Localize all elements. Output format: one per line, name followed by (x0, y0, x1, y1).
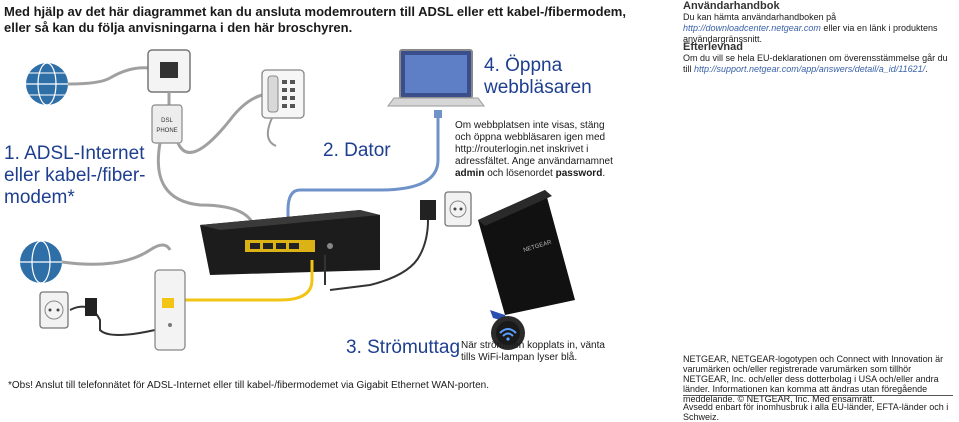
step4-note-text: Om webbplatsen inte visas, stäng och öpp… (455, 120, 613, 167)
power-outlet-icon (39, 291, 69, 329)
legal-text: NETGEAR, NETGEAR-logotypen och Connect w… (683, 354, 944, 404)
telephone-icon (261, 69, 305, 147)
svg-text:DSL: DSL (161, 118, 173, 124)
manual-section: Användarhandbok Du kan hämta användarhan… (683, 0, 953, 45)
compliance-text-part: Om du vill se hela EU-deklarationen om ö… (683, 53, 948, 74)
manual-title: Användarhandbok (683, 0, 780, 12)
eu-notice: Avsedd enbart för inomhusbruk i alla EU-… (683, 402, 949, 422)
internet-globe-icon (20, 240, 62, 284)
manual-text-part: Du kan hämta användarhandboken på (683, 12, 837, 22)
manual-link[interactable]: http://downloadcenter.netgear.com (683, 23, 821, 33)
phone-wall-jack-icon (147, 49, 191, 93)
step4-note-text: och lösenordet (484, 168, 556, 179)
svg-text:PHONE: PHONE (156, 128, 177, 134)
step3-label: 3. Strömuttag (346, 337, 461, 358)
router-front-icon: NETGEAR (478, 190, 575, 322)
step4-label: 4. Öppna webbläsaren (484, 55, 592, 98)
compliance-section: Efterlevnad Om du vill se hela EU-deklar… (683, 41, 953, 75)
power-adapter-icon (329, 200, 436, 291)
cable-modem-icon (154, 269, 186, 351)
step2-label: 2. Dator (323, 140, 391, 161)
wifi-led-callout-icon (491, 316, 525, 350)
compliance-text-part: . (925, 64, 928, 74)
password: password (555, 168, 603, 179)
compliance-text: Om du vill se hela EU-deklarationen om ö… (683, 53, 953, 75)
router-back-panel-icon (200, 210, 380, 275)
compliance-link[interactable]: http://support.netgear.com/app/answers/d… (694, 64, 926, 74)
step4-note-text: . (602, 168, 606, 179)
username: admin (455, 168, 485, 179)
step3-note: När strömmen kopplats in, vänta tills Wi… (461, 340, 605, 363)
compliance-title: Efterlevnad (683, 41, 743, 53)
connection-diagram: DSL PHONE (20, 49, 575, 351)
laptop-icon (387, 49, 485, 107)
adsl-splitter-icon: DSL PHONE (151, 92, 183, 144)
footnote: *Obs! Anslut till telefonnätet för ADSL-… (8, 380, 489, 391)
divider (683, 395, 953, 396)
power-outlet-icon (444, 191, 472, 227)
internet-globe-icon (26, 62, 68, 106)
step1-label: 1. ADSL-Internet eller kabel-/fiber-mode… (4, 143, 146, 208)
manual-text-part: eller via en länk i produktens användarg… (683, 23, 938, 44)
intro-text: Med hjälp av det här diagrammet kan du a… (4, 4, 626, 35)
manual-text: Du kan hämta användarhandboken på http:/… (683, 12, 953, 45)
step4-note: Om webbplatsen inte visas, stäng och öpp… (455, 120, 615, 180)
